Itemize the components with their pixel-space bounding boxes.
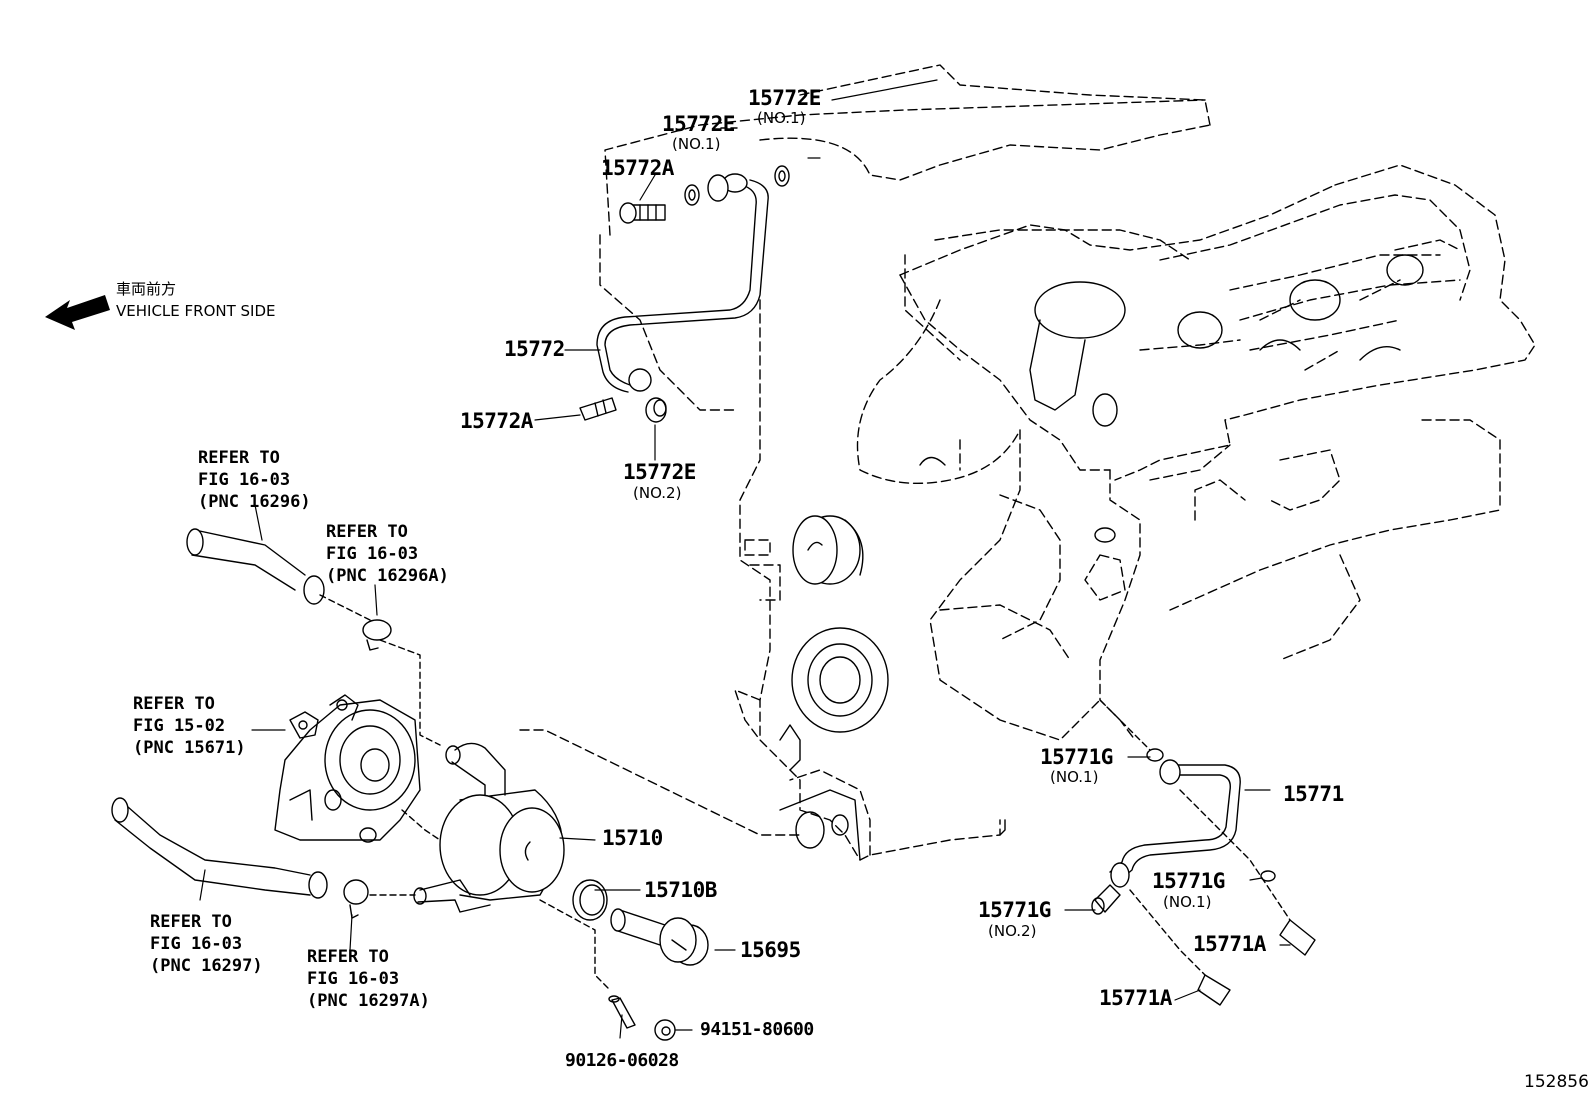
callout-15771G-a-sub: (NO.1) [1050,768,1099,786]
callout-15772E-top-sub: (NO.1) [757,109,806,127]
reference-16296A-line3: (PNC 16296A) [326,566,449,586]
reference-16297-line1: REFER TO [150,912,232,932]
nut-94151 [654,1019,676,1041]
oil-pipe-15772 [579,127,790,423]
engine-solid-details [779,254,1424,861]
clamp-16297A [343,879,416,919]
hose-16296 [186,528,371,621]
reference-16297A-line2: FIG 16-03 [307,969,400,989]
callout-15771G-b-sub: (NO.1) [1163,893,1212,911]
o-ring-15710B [572,879,608,921]
reference-16297A: REFER TO FIG 16-03 (PNC 16297A) [307,946,430,1012]
callout-15771: 15771 [1283,782,1344,806]
reference-15671-line1: REFER TO [133,694,215,714]
reference-15671-line3: (PNC 15671) [133,738,246,758]
callout-15771G-c-sub: (NO.2) [988,922,1037,940]
union-bolt-15695 [610,908,709,966]
callout-15771G-b: 15771G [1152,869,1225,893]
left-arrow-icon [45,295,110,330]
callout-15772E-top: 15772E [748,86,821,110]
reference-16296-line2: FIG 16-03 [198,470,291,490]
figure-number: 152856 [1524,1072,1589,1092]
callout-15710B: 15710B [644,878,717,902]
oil-cooler-15710 [413,742,611,991]
vehicle-front-label-jp: 車両前方 [116,280,177,298]
reference-16296: REFER TO FIG 16-03 (PNC 16296) [198,447,311,513]
clamp-16296A [362,619,441,746]
reference-16297A-line3: (PNC 16297A) [307,991,430,1011]
callout-15772E-bottom: 15772E [623,460,696,484]
callout-15771G-a: 15771G [1040,745,1113,769]
callout-90126-06028: 90126-06028 [565,1050,679,1071]
reference-16297-line2: FIG 16-03 [150,934,243,954]
reference-15671: REFER TO FIG 15-02 (PNC 15671) [133,693,246,759]
reference-16297-line3: (PNC 16297) [150,956,263,976]
oil-pipe-15771 [1091,699,1316,1006]
connection-dashed [519,729,801,836]
oil-filter-bracket [274,694,441,843]
callout-94151-80600: 94151-80600 [700,1019,814,1040]
callout-15710: 15710 [602,826,663,850]
reference-16296-line3: (PNC 16296) [198,492,311,512]
reference-16297: REFER TO FIG 16-03 (PNC 16297) [150,911,263,977]
callout-15772E-bottom-sub: (NO.2) [633,484,682,502]
callout-15771G-c: 15771G [978,898,1051,922]
callout-15772A-top: 15772A [601,156,674,180]
vehicle-front-label: 車両前方 VEHICLE FRONT SIDE [116,278,276,322]
stud-90126 [608,995,636,1029]
reference-15671-line2: FIG 15-02 [133,716,226,736]
callout-15772E-mid-sub: (NO.1) [672,135,721,153]
vehicle-front-label-en: VEHICLE FRONT SIDE [116,302,276,320]
reference-16296A-line2: FIG 16-03 [326,544,419,564]
reference-16296A-line1: REFER TO [326,522,408,542]
callout-15771A-b: 15771A [1099,986,1172,1010]
reference-16297A-line1: REFER TO [307,947,389,967]
callout-15695: 15695 [740,938,801,962]
reference-16296-line1: REFER TO [198,448,280,468]
callout-15772A-bottom: 15772A [460,409,533,433]
callout-15772: 15772 [504,337,565,361]
callout-15771A-a: 15771A [1193,932,1266,956]
callout-15772E-mid: 15772E [662,112,735,136]
hose-16297 [111,797,328,899]
reference-16296A: REFER TO FIG 16-03 (PNC 16296A) [326,521,449,587]
leader-lines [199,79,1291,1039]
